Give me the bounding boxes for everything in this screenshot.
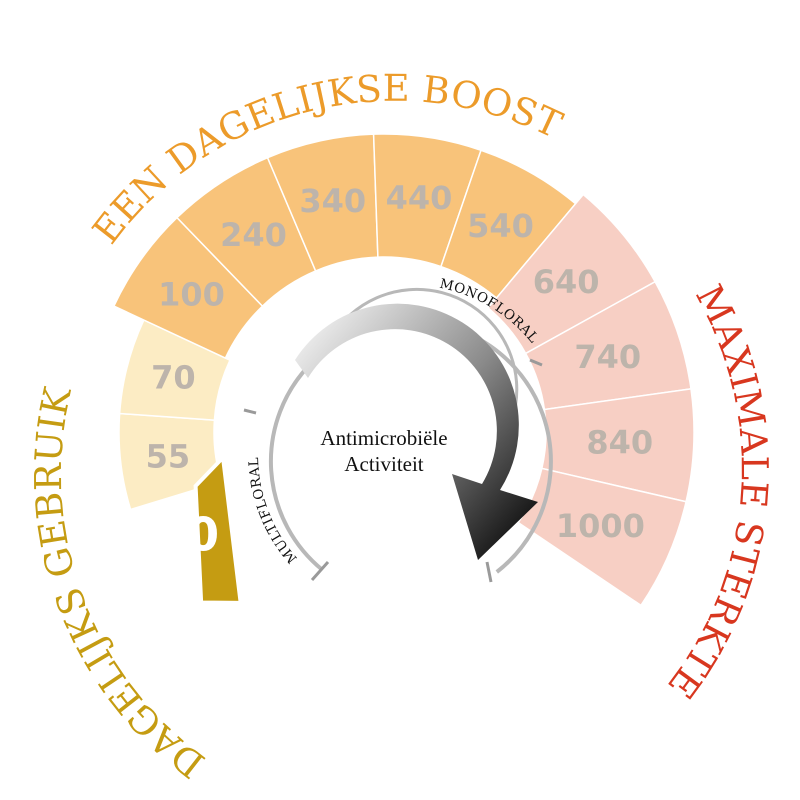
- segment-label: 340: [299, 182, 366, 220]
- segment-shape: [193, 453, 243, 605]
- center-title-line2: Activiteit: [344, 452, 423, 476]
- segment-340: 340: [266, 133, 379, 272]
- segment-label: 740: [574, 338, 641, 376]
- segment-shape: [517, 467, 687, 607]
- segment-40: 40: [155, 453, 243, 605]
- scale-end-tick-left: [310, 561, 330, 581]
- scale-tick-multi: [243, 408, 257, 415]
- segment-label: 55: [146, 438, 191, 476]
- segment-label: 240: [220, 216, 287, 254]
- segment-70: 70: [118, 319, 231, 421]
- scale-inner-arc: [348, 287, 519, 421]
- center-title-line1: Antimicrobiële: [320, 426, 447, 450]
- segment-1000: 1000: [517, 467, 687, 607]
- segment-label: 70: [151, 359, 196, 397]
- segments-layer: 55 70 100 240 340 440 540 640 740 840 1000 40: [112, 133, 695, 607]
- segment-740: 740: [524, 280, 692, 411]
- scale-end-tick-right: [485, 561, 493, 583]
- segment-label: 640: [533, 263, 600, 301]
- segment-label: 840: [586, 423, 653, 461]
- segment-label: 1000: [556, 507, 645, 545]
- segment-label: 100: [158, 276, 225, 314]
- segment-label: 40: [155, 508, 219, 562]
- segment-label: 440: [386, 179, 453, 217]
- segment-label: 540: [467, 207, 534, 245]
- segment-540: 540: [440, 149, 577, 299]
- scale-tick-mono: [529, 358, 543, 367]
- activity-arrow-icon: [295, 303, 538, 560]
